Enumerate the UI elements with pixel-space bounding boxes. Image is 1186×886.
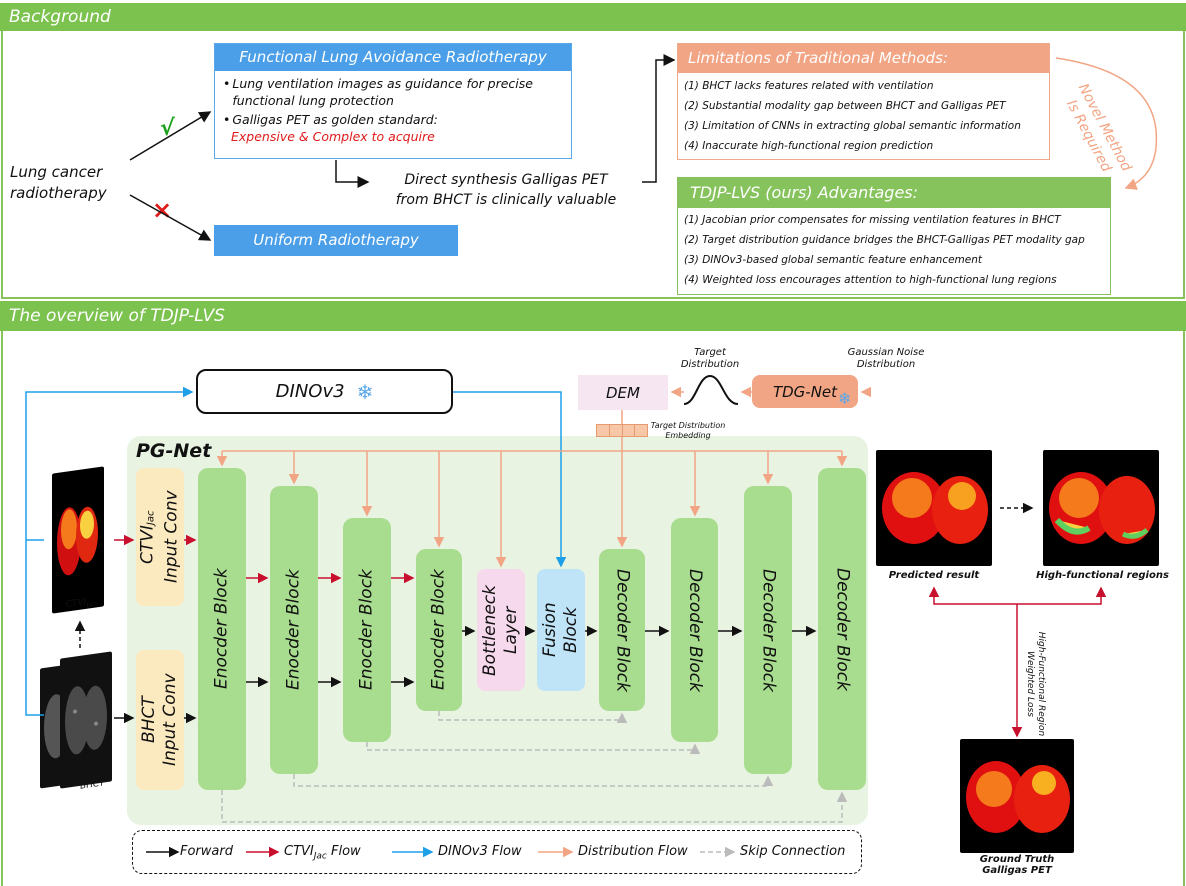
legend-dinov3-flow: DINOv3 Flow (438, 844, 522, 859)
tdgnet-box: TDG-Net (752, 375, 858, 408)
encoder-block-1: Enocder Block (198, 468, 246, 790)
flart-bullet-2: Galligas PET as golden standard: (232, 112, 438, 127)
advantages-title: TDJP-LVS (ours) Advantages: (678, 178, 1110, 208)
decoder-block-4: Decoder Block (818, 468, 866, 790)
arrow-to-limitations (642, 54, 676, 183)
decoder-label: Decoder Block (758, 568, 779, 692)
legend-ctvi-flow: CTVIJac Flow (284, 844, 361, 862)
direct-line-2: from BHCT is clinically valuable (395, 192, 617, 208)
direct-synthesis-text: Direct synthesis Galligas PET from BHCT … (372, 170, 640, 210)
target-distribution-label: Target Distribution (672, 347, 748, 371)
decoder-label: Decoder Block (612, 568, 633, 692)
snowflake-icon: ❄ (356, 379, 374, 404)
limitations-box: Limitations of Traditional Methods: (1) … (677, 43, 1050, 160)
pgnet-label: PG-Net (136, 440, 212, 462)
tde-line-1: Target Distribution (650, 421, 726, 430)
gt-line-1: Ground Truth (979, 854, 1055, 865)
high-functional-regions-image (1043, 450, 1159, 566)
decoder-label: Decoder Block (685, 568, 705, 692)
limitation-item: (1) BHCT lacks features related with ven… (684, 80, 934, 92)
dem-label: DEM (606, 383, 640, 402)
target-line-2: Distribution (680, 359, 740, 370)
fusion-block: Fusion Block (537, 569, 585, 691)
arrow-novel-method (1055, 57, 1158, 190)
cross-icon: × (152, 196, 173, 224)
target-line-1: Target (694, 347, 726, 358)
limitation-item: (4) Inaccurate high-functional region pr… (684, 140, 934, 152)
ctvi-image (52, 466, 104, 614)
ground-truth-caption: Ground Truth Galligas PET (950, 854, 1084, 876)
dinov3-label: DINOv3 (275, 381, 345, 402)
bottleneck-layer: Bottleneck Layer (477, 569, 525, 691)
tde-line-2: Embedding (665, 431, 711, 440)
flart-title: Functional Lung Avoidance Radiotherapy (215, 44, 571, 71)
advantage-item: (4) Weighted loss encourages attention t… (684, 274, 1057, 286)
target-distribution-embedding-label: Target Distribution Embedding (648, 421, 728, 441)
decoder-block-2: Decoder Block (671, 518, 718, 742)
advantage-item: (1) Jacobian prior compensates for missi… (684, 214, 1061, 226)
section-title-overview: The overview of TDJP-LVS (9, 306, 225, 326)
decoder-block-1: Decoder Block (599, 549, 645, 711)
legend (132, 830, 862, 874)
predicted-result-caption: Predicted result (888, 570, 980, 581)
limitation-item: (3) Limitation of CNNs in extracting glo… (684, 120, 1021, 132)
decoder-label: Decoder Block (832, 567, 853, 691)
limitations-title: Limitations of Traditional Methods: (678, 44, 1049, 73)
dinov3-box: DINOv3 ❄ (196, 369, 453, 414)
dem-box: DEM (578, 375, 668, 410)
advantage-item: (2) Target distribution guidance bridges… (684, 234, 1085, 246)
legend-skip-connection: Skip Connection (740, 844, 846, 859)
section-title-background: Background (9, 7, 111, 27)
encoder-block-3: Enocder Block (343, 518, 391, 742)
flart-bullet-2-red: Expensive & Complex to acquire (231, 129, 435, 144)
high-functional-regions-caption: High-functional regions (1036, 570, 1169, 581)
bhct-image (60, 651, 112, 789)
advantages-box: TDJP-LVS (ours) Advantages: (1) Jacobian… (677, 177, 1111, 295)
tdgnet-label: TDG-Net (772, 382, 838, 401)
overview-frame (1, 331, 1185, 886)
flart-bullet-1: Lung ventilation images as guidance for … (232, 76, 533, 108)
direct-line-1: Direct synthesis Galligas PET (404, 172, 608, 188)
tdgnet-snowflake-icon: ❄ (838, 389, 852, 408)
left-title-line1: Lung cancer (10, 163, 103, 181)
arrow-to-uniform (129, 194, 212, 241)
left-title-line2: radiotherapy (10, 184, 107, 202)
legend-forward: Forward (180, 844, 233, 859)
ground-truth-image (960, 739, 1074, 853)
uniform-label: Uniform Radiotherapy (253, 231, 419, 249)
uniform-box: Uniform Radiotherapy (214, 225, 458, 256)
legend-distribution-flow: Distribution Flow (578, 844, 688, 859)
flart-box: Functional Lung Avoidance Radiotherapy •… (214, 43, 572, 159)
gt-line-2: Galligas PET (982, 865, 1052, 876)
gaussian-noise-label: Gaussian Noise Distribution (836, 347, 936, 371)
encoder-block-4: Enocder Block (416, 549, 462, 711)
encoder-block-2: Enocder Block (270, 486, 318, 774)
target-distribution-embedding-bar (596, 424, 648, 437)
arrow-to-direct (335, 160, 370, 188)
section-header-background: Background (0, 3, 1186, 31)
left-title: Lung cancer radiotherapy (10, 162, 120, 204)
section-header-overview: The overview of TDJP-LVS (0, 301, 1186, 331)
background-arrows (129, 54, 1158, 241)
limitation-item: (2) Substantial modality gap between BHC… (684, 100, 1006, 112)
advantage-item: (3) DINOv3-based global semantic feature… (684, 254, 983, 266)
gaussian-line-2: Distribution (856, 359, 916, 370)
gaussian-line-1: Gaussian Noise (847, 347, 925, 358)
arrow-to-flart (129, 111, 212, 161)
background-frame (1, 31, 1185, 299)
decoder-block-3: Decoder Block (744, 486, 792, 774)
bhct-input-conv: BHCT Input Conv (136, 650, 184, 790)
predicted-result-image (876, 450, 992, 566)
